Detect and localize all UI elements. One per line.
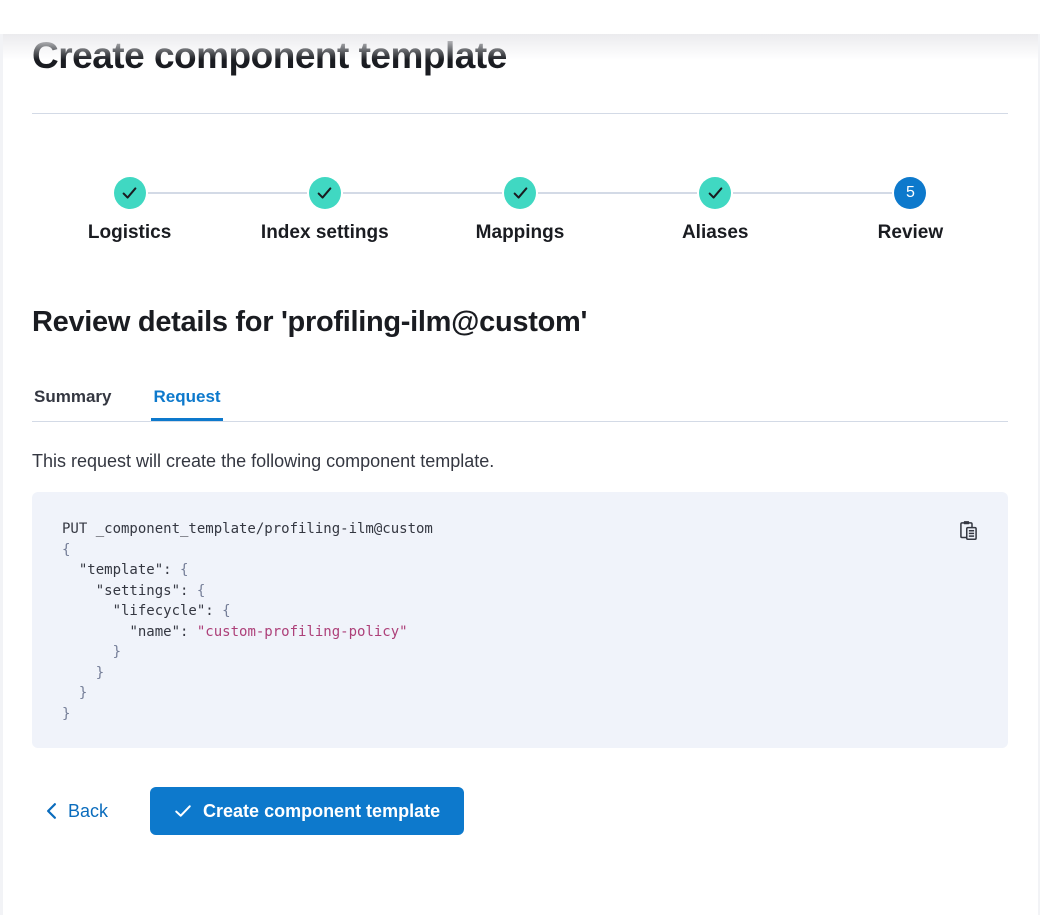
step-check-icon bbox=[504, 177, 536, 209]
copy-icon[interactable] bbox=[957, 518, 980, 546]
create-button-label: Create component template bbox=[203, 800, 441, 821]
create-component-template-page: Create component template Logistics Index… bbox=[0, 34, 1040, 835]
stepper-step-mappings[interactable]: Mappings bbox=[342, 177, 617, 244]
step-label: Review bbox=[877, 222, 944, 243]
back-button[interactable]: Back bbox=[32, 801, 108, 822]
step-label: Mappings bbox=[475, 222, 565, 243]
chevron-left-icon bbox=[45, 802, 58, 820]
stepper-step-index-settings[interactable]: Index settings bbox=[147, 177, 422, 244]
step-label: Logistics bbox=[87, 222, 172, 243]
tab-summary[interactable]: Summary bbox=[32, 387, 113, 421]
request-code: PUT _component_template/profiling-ilm@cu… bbox=[62, 521, 433, 722]
step-check-icon bbox=[113, 177, 146, 209]
step-check-icon bbox=[308, 177, 341, 209]
step-check-icon bbox=[699, 177, 732, 209]
footer-actions: Back Create component template bbox=[32, 787, 1008, 835]
request-description: This request will create the following c… bbox=[32, 451, 495, 471]
step-number: 5 bbox=[894, 177, 927, 209]
back-button-label: Back bbox=[68, 800, 109, 821]
step-label: Index settings bbox=[260, 222, 389, 243]
stepper-step-aliases[interactable]: Aliases bbox=[537, 177, 813, 244]
header-divider bbox=[32, 113, 1008, 114]
page-title: Create component template bbox=[32, 35, 507, 76]
tab-request[interactable]: Request bbox=[151, 387, 222, 421]
review-heading: Review details for 'profiling-ilm@custom… bbox=[32, 306, 588, 338]
create-component-template-button[interactable]: Create component template bbox=[150, 787, 465, 835]
request-code-block: PUT _component_template/profiling-ilm@cu… bbox=[32, 492, 1008, 748]
step-label: Aliases bbox=[681, 222, 749, 243]
stepper-step-logistics[interactable]: Logistics bbox=[32, 177, 227, 244]
check-icon bbox=[174, 804, 192, 818]
review-tabs: Summary Request bbox=[32, 387, 1008, 422]
